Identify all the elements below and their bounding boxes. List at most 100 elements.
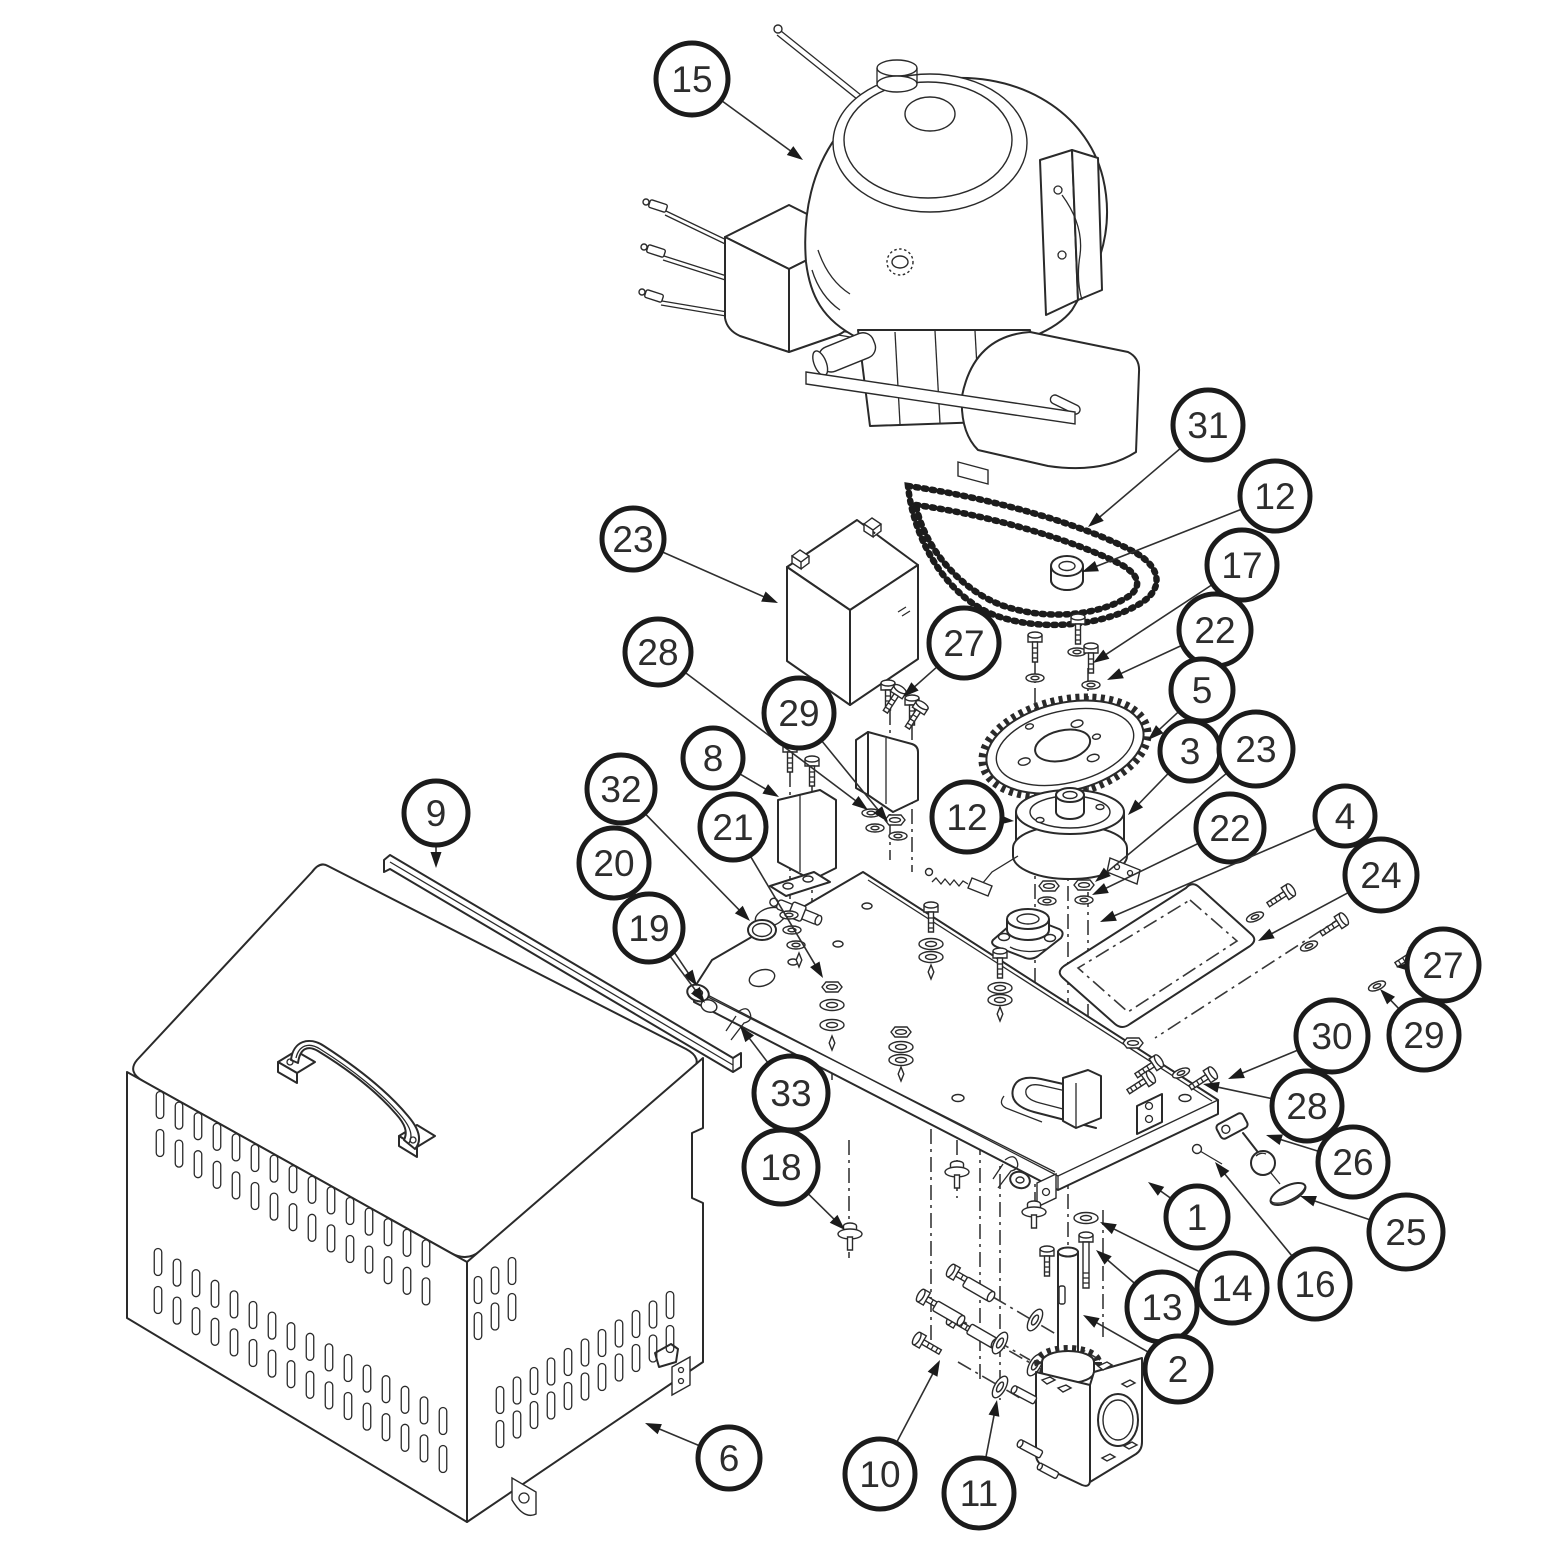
callout-31: 31 [1088,387,1246,527]
leader-arrowhead [786,146,803,160]
callout-number: 6 [719,1438,740,1479]
callout-balloon-23 [1216,709,1296,789]
mount-rail [383,854,742,1073]
leader-line [1231,1049,1300,1079]
callout-23: 23 [1095,709,1296,882]
leader-arrowhead [645,1423,662,1435]
leader-arrowhead [1092,883,1109,895]
callout-30: 30 [1228,997,1371,1079]
callout-10: 10 [842,1360,940,1512]
leader-arrowhead [1148,725,1164,740]
callout-number: 16 [1294,1264,1335,1305]
callout-number: 30 [1311,1016,1352,1057]
callout-21: 21 [697,791,823,978]
callout-balloon-17 [1204,527,1280,603]
callout-23: 23 [599,505,778,603]
battery-terminal [790,517,883,571]
leader-arrowhead [683,969,697,986]
callout-16: 16 [1215,1162,1353,1322]
clutch-drum [924,787,1141,897]
washer-14 [1073,1211,1099,1225]
leader-arrowhead [1095,867,1111,882]
callout-balloon-10 [842,1436,918,1512]
leader-arrowhead [1096,1250,1112,1265]
callout-number: 20 [593,843,634,884]
callout-number: 23 [1235,729,1276,770]
leader-arrowhead [851,795,868,810]
leader-arrowhead [1258,928,1275,941]
callout-number: 17 [1221,545,1262,586]
enclosure-box [126,863,704,1523]
callout-12: 12 [929,779,1014,855]
callout-26: 26 [1266,1124,1391,1200]
callout-balloon-29 [1386,997,1462,1073]
leader-arrowhead [873,806,888,822]
callout-20: 20 [576,825,697,986]
leader-arrowhead [1215,1162,1230,1178]
callout-28: 28 [1203,1068,1345,1144]
leader-line [1103,827,1318,922]
leader-arrowhead [1100,1222,1117,1235]
base-plate [686,871,1220,1209]
leader-arrowhead [903,682,919,697]
leader-line [1103,1223,1202,1274]
callout-29: 29 [761,675,888,822]
callout-2: 2 [1083,1315,1214,1405]
callout-number: 13 [1141,1287,1182,1328]
leader-line [720,99,801,159]
callout-number: 12 [946,797,987,838]
callout-balloon-27 [1404,926,1482,1004]
callout-number: 8 [703,738,724,779]
leader-line [1095,842,1200,894]
callout-balloon-22 [1193,791,1267,865]
leader-arrowhead [430,852,442,868]
u-strap [1011,1076,1100,1129]
callout-balloon-6 [695,1424,763,1492]
leader-arrowhead [691,986,705,1003]
callout-balloon-28 [1269,1068,1345,1144]
box-foot-tab [511,1476,537,1517]
callout-balloon-27 [926,605,1002,681]
callout-balloon-12 [1237,458,1313,534]
leader-arrowhead [1100,910,1117,922]
callout-number: 10 [859,1454,900,1495]
callout-number: 22 [1209,808,1250,849]
callout-27: 27 [903,605,1002,697]
callout-32: 32 [584,752,750,921]
callout-balloon-16 [1277,1246,1353,1322]
callout-number: 19 [628,908,669,949]
leader-line [1097,771,1228,881]
leader-arrowhead [762,784,779,797]
leader-line [644,812,748,919]
callout-number: 27 [1422,945,1463,986]
side-plate [1058,881,1351,1028]
callout-balloon-18 [741,1127,821,1207]
callout-balloon-15 [653,40,731,118]
callout-balloon-20 [576,825,652,901]
callout-27: 27 [1396,926,1482,1004]
callout-balloon-12 [929,779,1005,855]
leader-arrowhead [761,591,778,603]
callout-number: 24 [1360,855,1401,896]
battery [786,517,919,706]
callout-number: 3 [1180,731,1201,772]
callout-number: 4 [1335,796,1356,837]
support-brackets [769,679,920,968]
leader-arrowhead [1266,1134,1283,1145]
callout-number: 32 [600,769,641,810]
leader-line [895,1363,939,1444]
callout-balloon-30 [1293,997,1371,1075]
callout-17: 17 [1093,527,1280,663]
leader-line [1095,583,1214,662]
callout-balloon-9 [401,778,471,848]
callout-number: 5 [1192,670,1213,711]
callout-number: 27 [943,623,984,664]
callout-balloon-26 [1315,1124,1391,1200]
leader-arrowhead [1082,561,1099,572]
callout-number: 28 [1286,1086,1327,1127]
callout-number: 2 [1168,1349,1189,1390]
angle-bracket [1062,1069,1102,1129]
leader-line [1090,447,1182,526]
